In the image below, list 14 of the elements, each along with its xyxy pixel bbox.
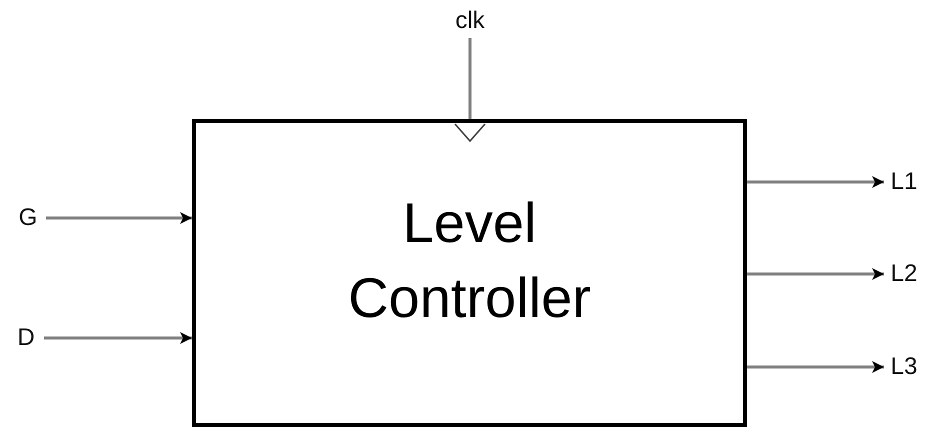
signal-name: G bbox=[10, 203, 46, 233]
signal-name: L1 bbox=[884, 167, 924, 197]
block-title: Level Controller bbox=[347, 190, 592, 331]
controller-block bbox=[192, 119, 747, 427]
signal-name: D bbox=[8, 323, 44, 353]
signal-name: clk bbox=[450, 4, 490, 38]
connector-line bbox=[468, 38, 472, 119]
arrow bbox=[747, 176, 884, 188]
arrow bbox=[46, 212, 192, 224]
arrow bbox=[747, 268, 884, 280]
signal-name: L3 bbox=[884, 352, 924, 382]
signal-name: L2 bbox=[884, 259, 924, 289]
arrow bbox=[44, 332, 192, 344]
arrow bbox=[747, 361, 884, 373]
